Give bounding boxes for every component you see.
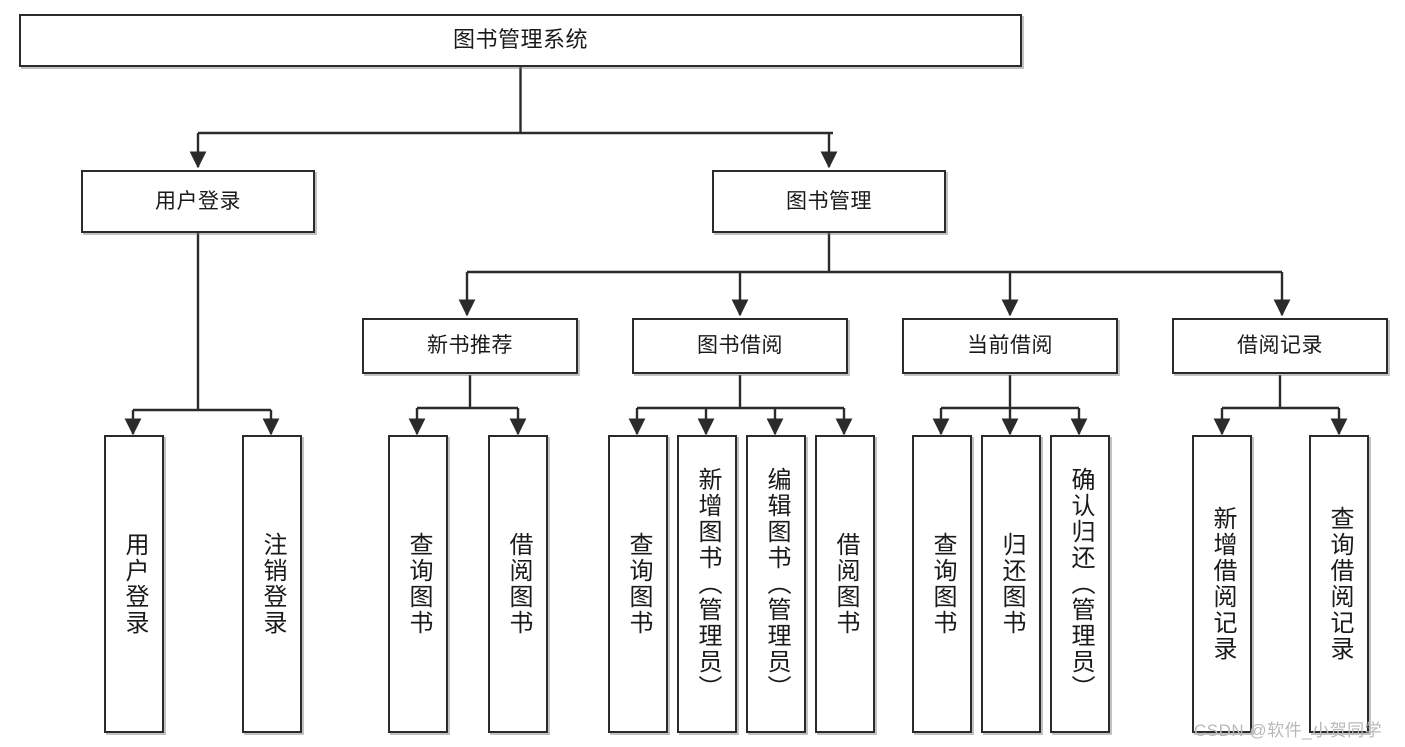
node-borrow-record-label: 借阅记录 xyxy=(1237,334,1323,358)
leaf-add-book-label: 新增图书（管理员） xyxy=(694,467,721,701)
node-user-login-label: 用户登录 xyxy=(155,189,241,213)
leaf-edit-book-label: 编辑图书（管理员） xyxy=(763,467,790,701)
leaf-query-book-3[interactable]: 查询图书 xyxy=(912,435,972,733)
leaf-query-book-2[interactable]: 查询图书 xyxy=(608,435,668,733)
leaf-add-book[interactable]: 新增图书（管理员） xyxy=(677,435,737,733)
leaf-user-login-label: 用户登录 xyxy=(121,532,148,636)
node-book-borrow[interactable]: 图书借阅 xyxy=(632,318,848,374)
leaf-add-record[interactable]: 新增借阅记录 xyxy=(1192,435,1252,733)
leaf-borrow-book-1[interactable]: 借阅图书 xyxy=(488,435,548,733)
leaf-query-book-2-label: 查询图书 xyxy=(625,532,652,636)
leaf-confirm-return-label: 确认归还（管理员） xyxy=(1067,467,1094,701)
node-book-management[interactable]: 图书管理 xyxy=(712,170,946,233)
node-book-management-label: 图书管理 xyxy=(786,189,872,213)
node-new-book-recommend-label: 新书推荐 xyxy=(427,334,513,358)
node-book-borrow-label: 图书借阅 xyxy=(697,334,783,358)
node-user-login[interactable]: 用户登录 xyxy=(81,170,315,233)
leaf-logout-label: 注销登录 xyxy=(259,532,286,636)
leaf-add-record-label: 新增借阅记录 xyxy=(1209,506,1236,662)
node-current-borrow[interactable]: 当前借阅 xyxy=(902,318,1118,374)
leaf-borrow-book-2[interactable]: 借阅图书 xyxy=(815,435,875,733)
leaf-borrow-book-1-label: 借阅图书 xyxy=(505,532,532,636)
leaf-edit-book[interactable]: 编辑图书（管理员） xyxy=(746,435,806,733)
leaf-user-login[interactable]: 用户登录 xyxy=(104,435,164,733)
node-root[interactable]: 图书管理系统 xyxy=(19,14,1022,67)
node-root-label: 图书管理系统 xyxy=(452,27,588,53)
leaf-return-book[interactable]: 归还图书 xyxy=(981,435,1041,733)
leaf-query-book-1-label: 查询图书 xyxy=(405,532,432,636)
leaf-query-book-1[interactable]: 查询图书 xyxy=(388,435,448,733)
leaf-query-record[interactable]: 查询借阅记录 xyxy=(1309,435,1369,733)
node-current-borrow-label: 当前借阅 xyxy=(967,334,1053,358)
csdn-watermark: CSDN @软件_小贺同学 xyxy=(1194,721,1383,740)
leaf-return-book-label: 归还图书 xyxy=(998,532,1025,636)
leaf-query-book-3-label: 查询图书 xyxy=(929,532,956,636)
leaf-borrow-book-2-label: 借阅图书 xyxy=(832,532,859,636)
node-new-book-recommend[interactable]: 新书推荐 xyxy=(362,318,578,374)
leaf-confirm-return[interactable]: 确认归还（管理员） xyxy=(1050,435,1110,733)
node-borrow-record[interactable]: 借阅记录 xyxy=(1172,318,1388,374)
leaf-logout[interactable]: 注销登录 xyxy=(242,435,302,733)
leaf-query-record-label: 查询借阅记录 xyxy=(1326,506,1353,662)
